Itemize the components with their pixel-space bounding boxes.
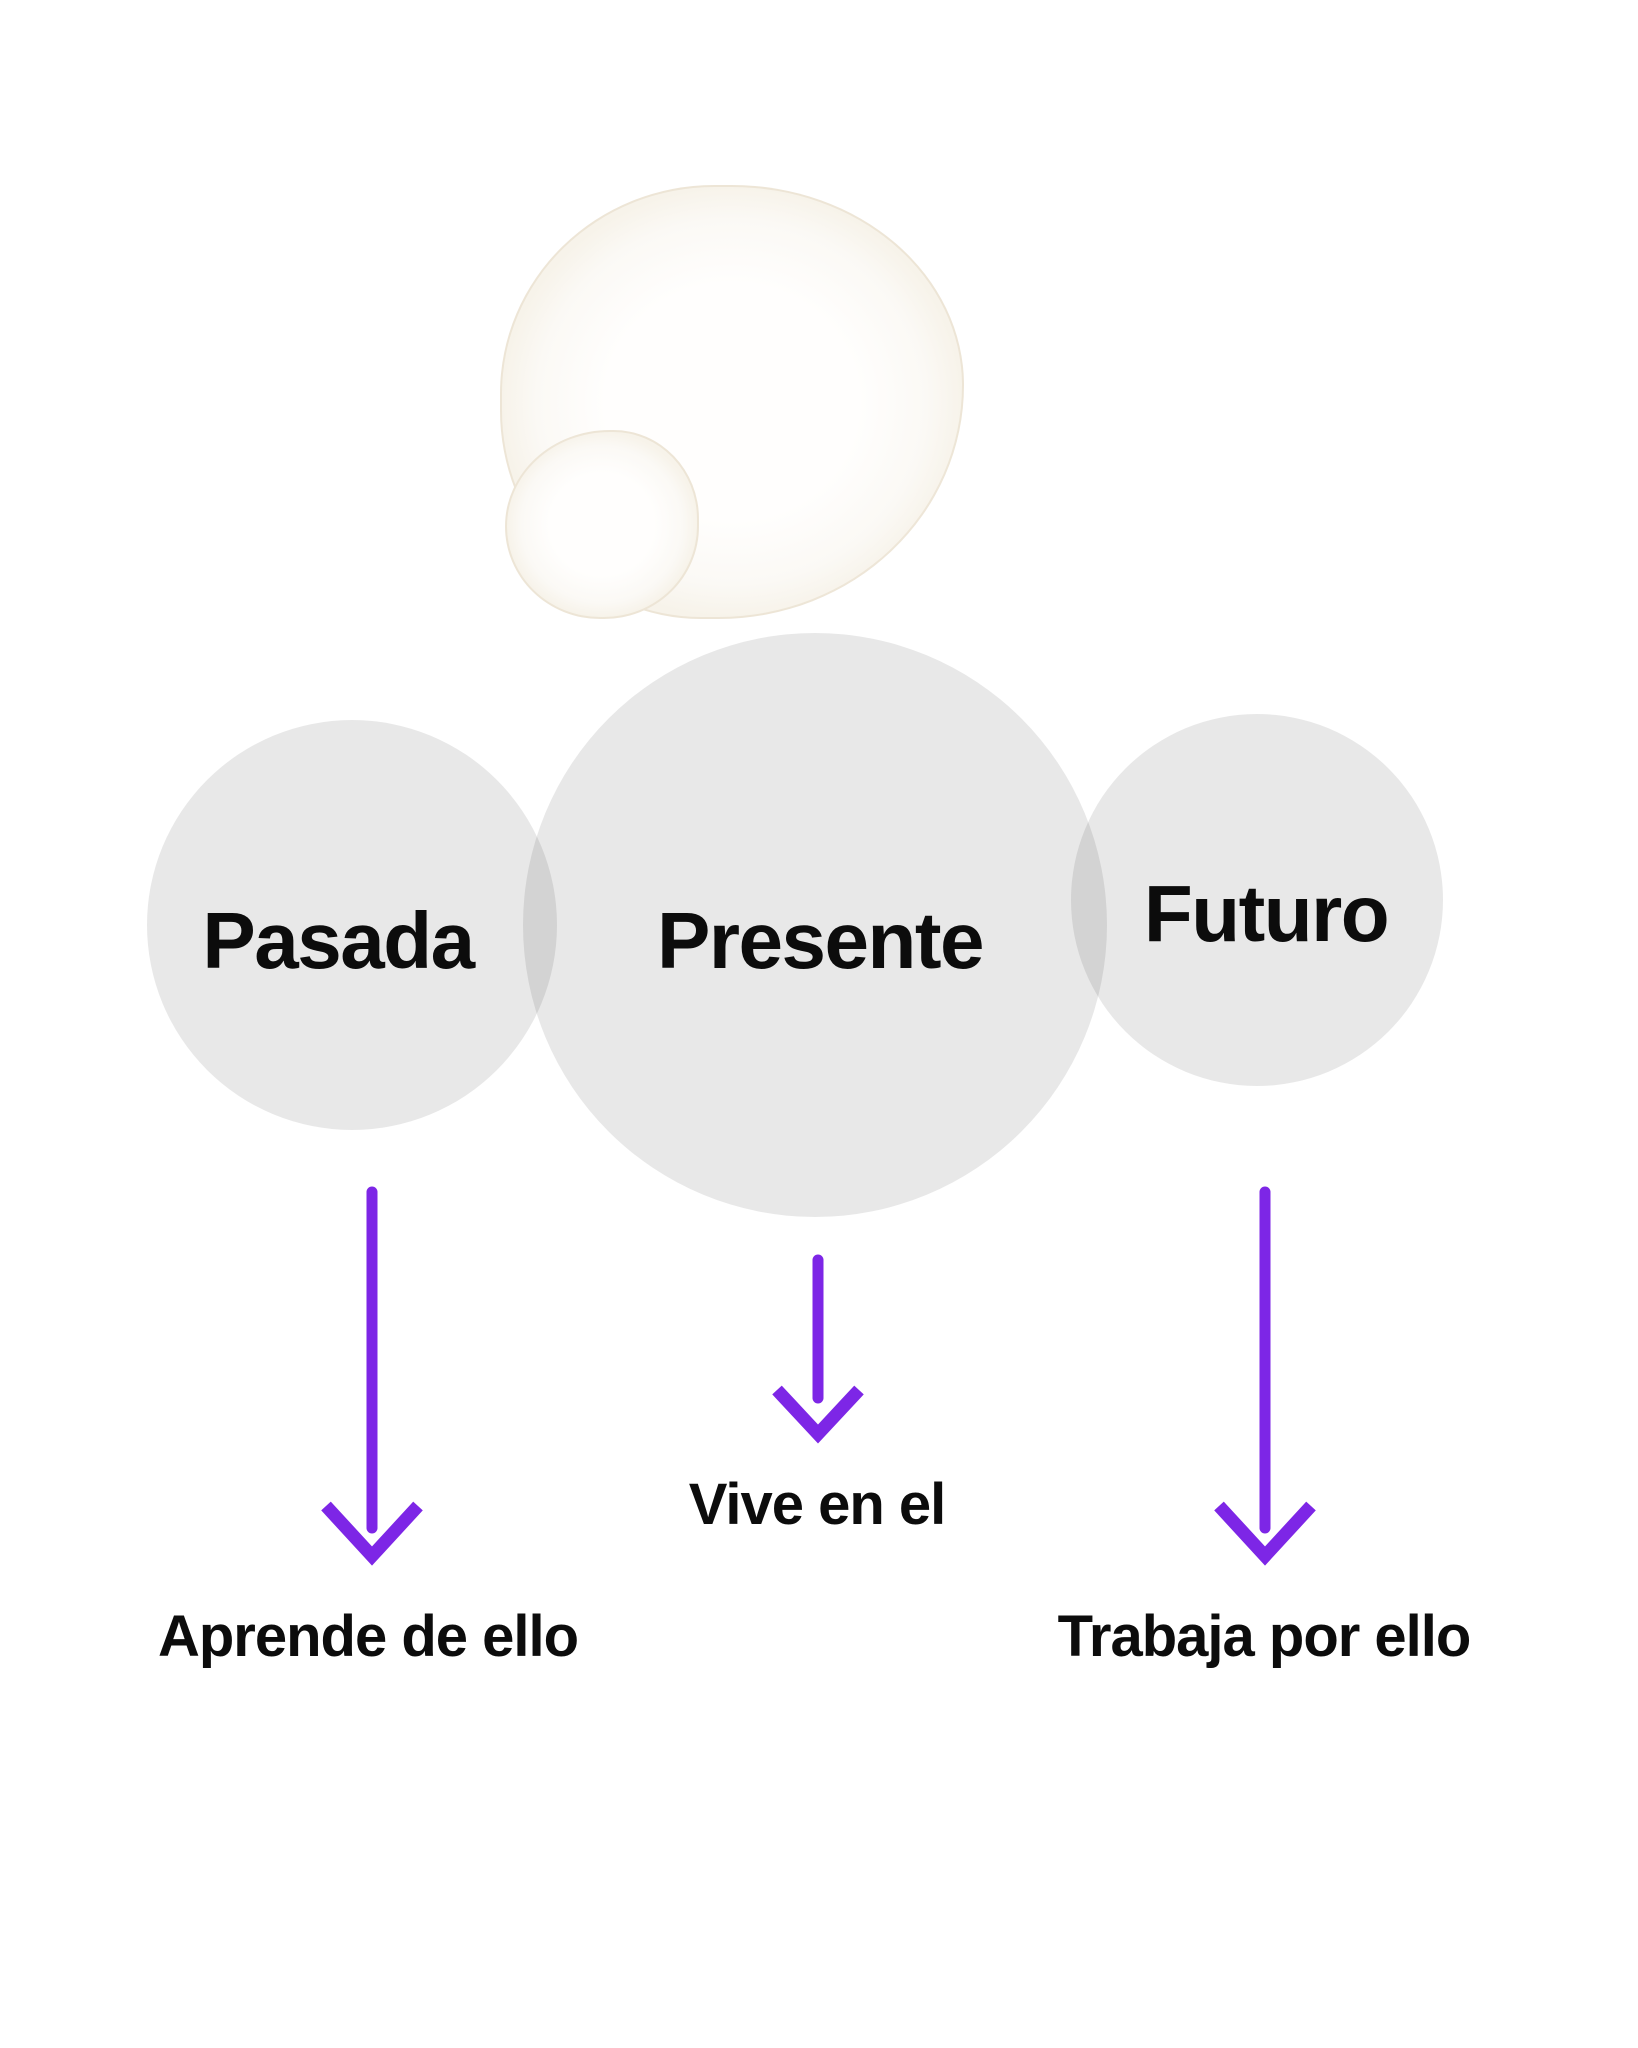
arrow-head-future [1214,1501,1316,1566]
arrow-down-icon [321,1186,423,1566]
faint-sketch-blob-bump [505,430,699,619]
circle-label-future: Futuro [1143,869,1390,958]
circle-past [147,720,557,1130]
arrow-down-icon [1214,1186,1316,1566]
arrow-head-present [772,1385,864,1444]
arrow-head-past [321,1501,423,1566]
caption-future: Trabaja por ello [1057,1604,1472,1669]
caption-past: Aprende de ello [157,1604,579,1669]
circle-label-present: Presente [657,896,984,985]
circle-label-past: Pasada [202,896,475,985]
circle-present [523,633,1107,1217]
arrow-down-icon [772,1254,864,1444]
caption-present: Vive en el [688,1472,947,1537]
circle-future [1071,714,1443,1086]
